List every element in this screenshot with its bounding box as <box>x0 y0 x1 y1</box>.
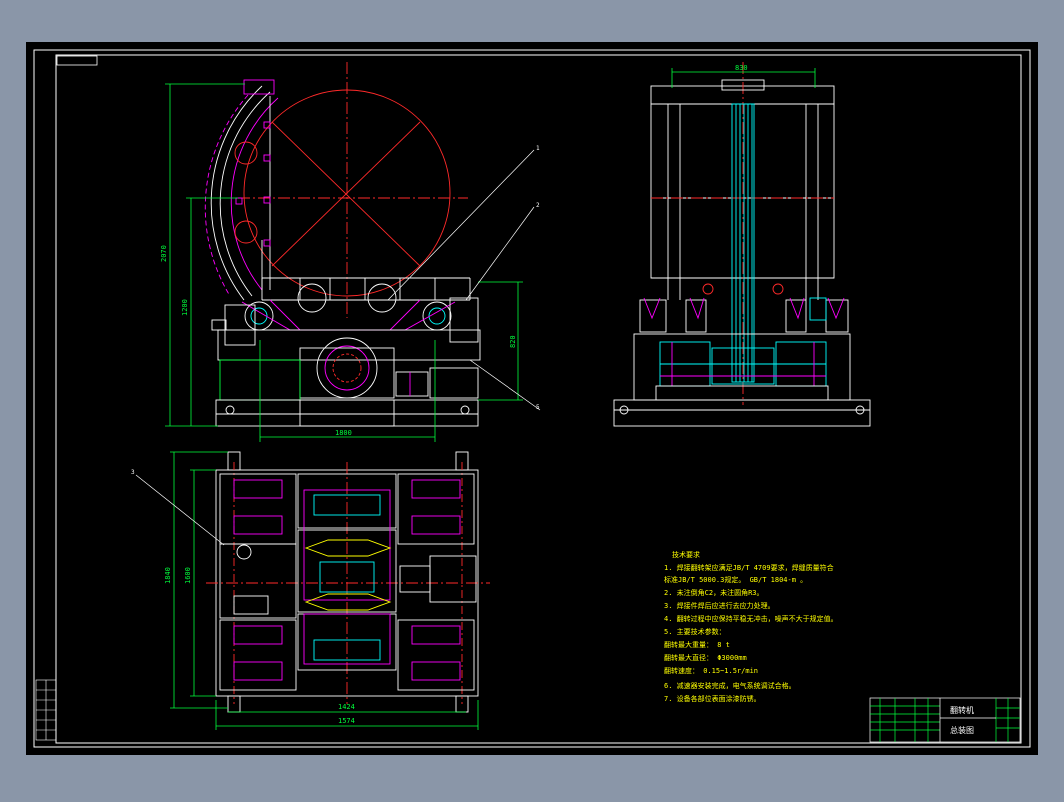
title-block-subtitle: 总装图 <box>950 725 974 735</box>
inner-border <box>55 54 1022 744</box>
leader-label-2: 2 <box>536 202 540 209</box>
leader-label-3: 3 <box>131 469 135 476</box>
paper-sheet <box>26 42 1038 755</box>
support-roller-1 <box>297 283 327 313</box>
notes-line: 6. 减速器安装完成，电气系统调试合格。 <box>664 681 796 690</box>
dim-plan-outer-width: 1574 <box>338 717 355 725</box>
cyan-mast <box>731 103 755 383</box>
front-dimension-texts: 2070 1200 1800 820 <box>160 245 517 437</box>
dim-front-height-right: 820 <box>509 335 517 348</box>
plan-view <box>135 451 490 730</box>
dim-front-height-outer: 2070 <box>160 245 168 262</box>
technical-notes: 技术要求 1. 焊接翻转架应满足JB/T 4709要求，焊缝质量符合 标准JB/… <box>664 550 838 703</box>
dim-plan-height-inner: 1600 <box>184 567 192 584</box>
notes-line: 1. 焊接翻转架应满足JB/T 4709要求，焊缝质量符合 <box>664 563 834 572</box>
leader-label-1: 1 <box>536 145 540 152</box>
notes-line: 翻转最大重量： 8 t <box>664 640 730 649</box>
notes-line: 3. 焊接件焊后应进行去应力处理。 <box>664 601 775 610</box>
workpiece-circle <box>243 89 451 297</box>
front-leader-labels: 1 2 5 <box>536 145 540 411</box>
dim-plan-height-outer: 1840 <box>164 567 172 584</box>
revision-block <box>35 679 57 741</box>
drawing-border <box>33 49 1031 748</box>
notes-line: 2. 未注倒角C2，未注圆角R3。 <box>664 588 764 597</box>
plan-dimension-texts: 1424 1574 1840 1600 <box>164 567 355 725</box>
notes-heading: 技术要求 <box>672 550 700 559</box>
dim-side-width: 830 <box>735 64 748 72</box>
notes-line: 标准JB/T 5000.3规定。 GB/T 1804-m 。 <box>664 575 807 584</box>
title-block <box>869 697 1021 743</box>
dim-front-width: 1800 <box>335 429 352 437</box>
code-box <box>56 55 98 66</box>
notes-line: 翻转最大直径： Φ3000mm <box>664 653 747 662</box>
support-roller-2 <box>367 283 397 313</box>
notes-line: 5. 主要技术参数： <box>664 627 726 636</box>
dim-plan-inner-width: 1424 <box>338 703 355 711</box>
notes-line: 7. 设备各部位表面涂漆防锈。 <box>664 694 761 703</box>
side-view <box>613 62 871 427</box>
notes-line: 4. 翻转过程中应保持平稳无冲击，噪声不大于规定值。 <box>664 614 838 623</box>
front-view <box>165 62 541 442</box>
title-block-title: 翻转机 <box>950 705 974 715</box>
turning-arc-outer <box>210 85 263 301</box>
dim-front-height-inner: 1200 <box>181 299 189 316</box>
notes-line: 翻转速度： 0.15~1.5r/min <box>664 666 758 675</box>
leader-label-5: 5 <box>536 404 540 411</box>
